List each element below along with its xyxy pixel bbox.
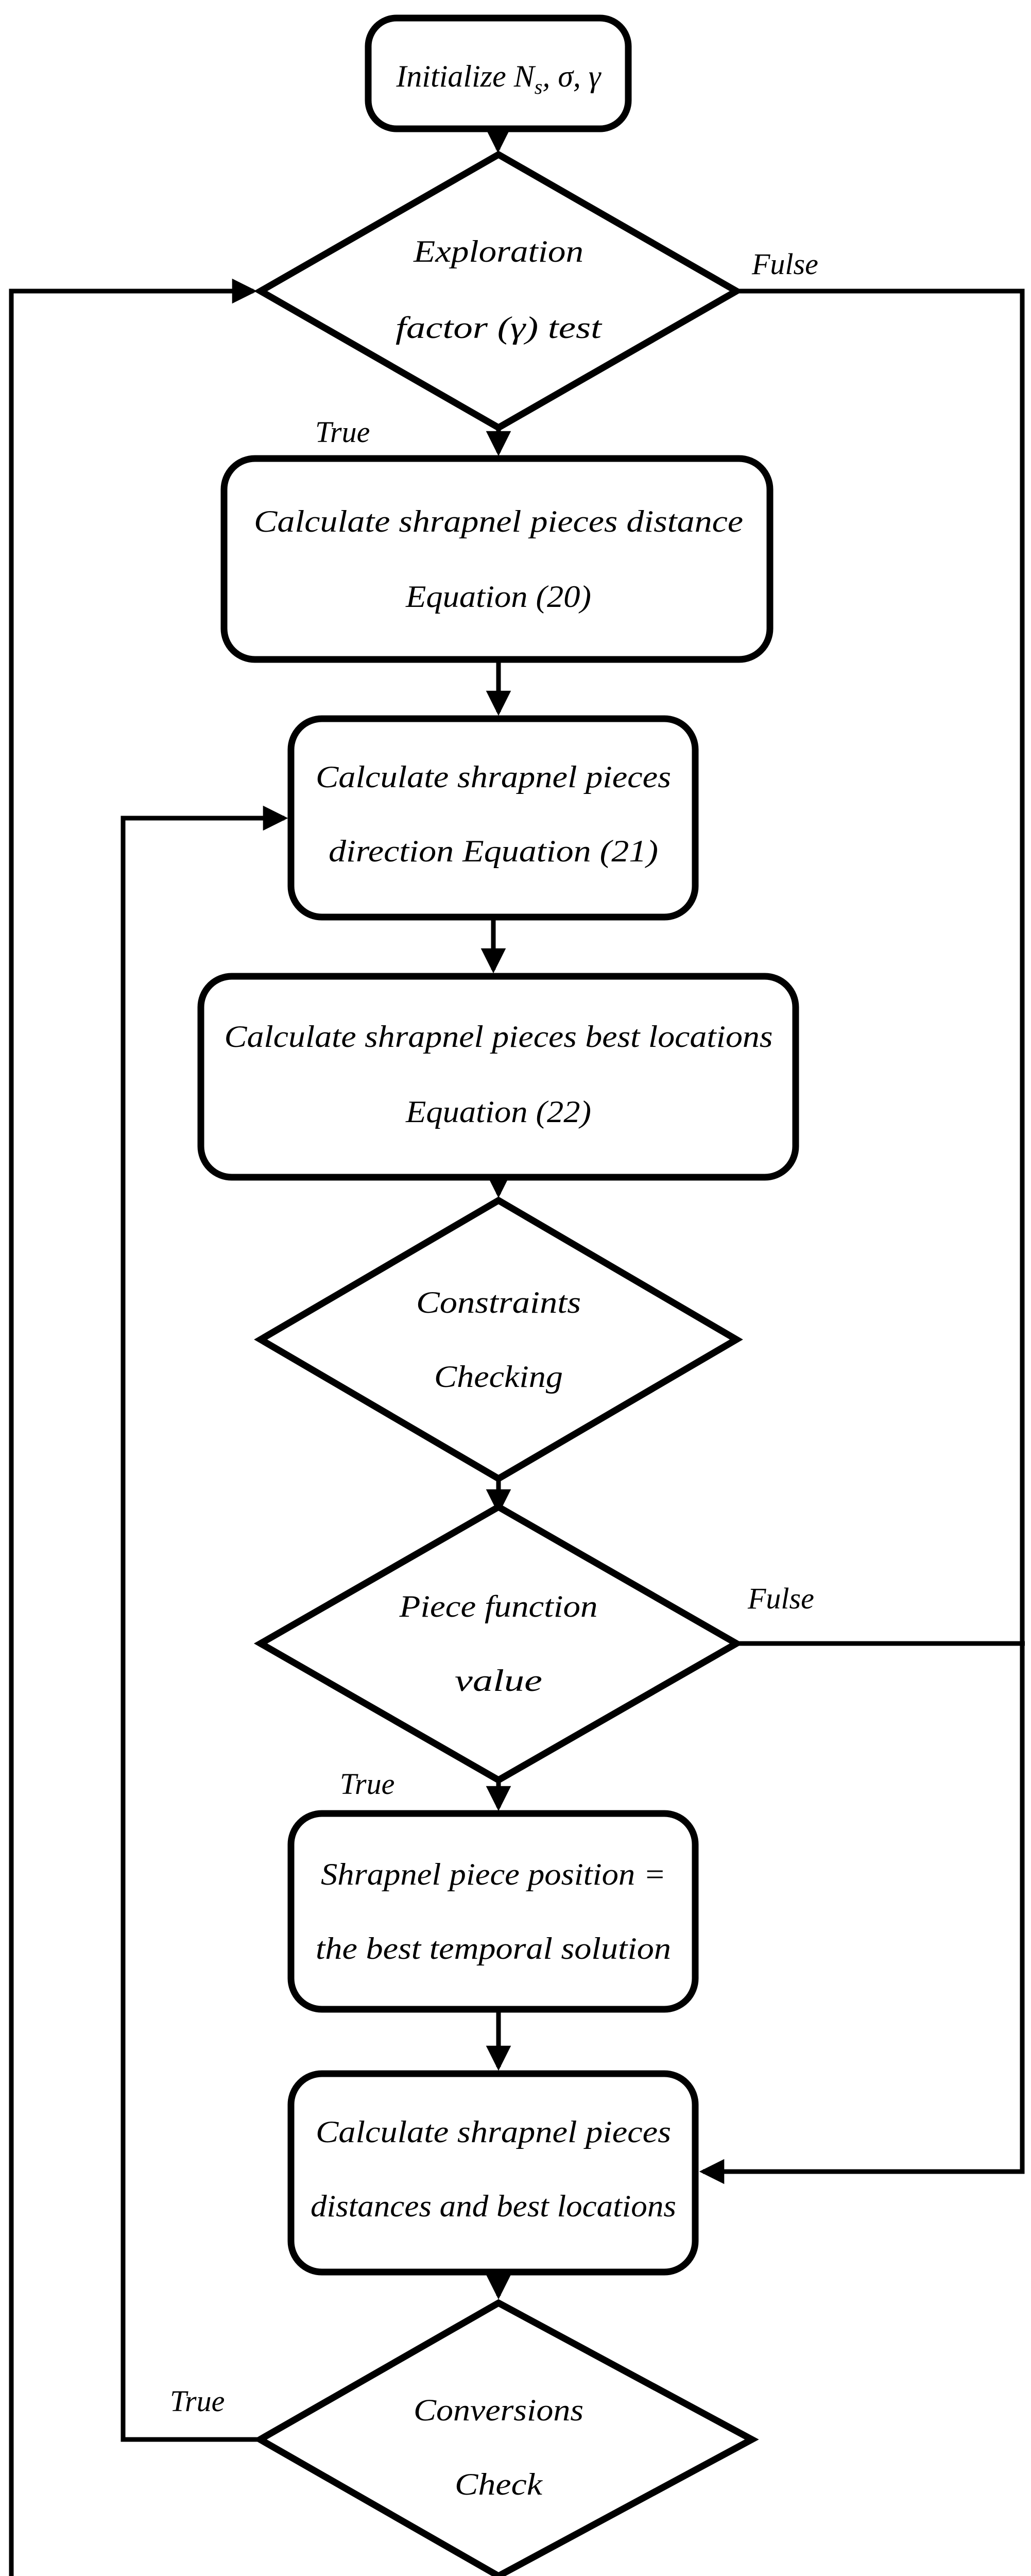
label-conversions-true: True	[170, 2384, 225, 2418]
node-conversions-line2: Check	[455, 2467, 543, 2501]
node-distances-locations-line2: distances and best locations	[311, 2189, 676, 2223]
node-constraints-line1: Constraints	[416, 1285, 581, 1319]
node-process-distances-locations	[287, 2070, 699, 2276]
label-piece-true: True	[340, 1767, 394, 1801]
edge-conversions-true-loop	[121, 805, 288, 2442]
node-distances-locations-line1: Calculate shrapnel pieces	[316, 2115, 671, 2149]
node-best-locations-line2: Equation (22)	[405, 1095, 591, 1129]
node-process-distance	[220, 455, 774, 663]
node-constraints-line2: Checking	[434, 1360, 563, 1394]
node-direction-line1: Calculate shrapnel pieces	[316, 760, 671, 794]
node-distance-line1: Calculate shrapnel pieces distance	[254, 504, 743, 538]
node-direction-line2: direction Equation (21)	[329, 834, 658, 868]
node-initialize-label: Initialize Ns, σ, γ	[396, 59, 602, 98]
node-initialize	[365, 14, 632, 132]
label-exploration-true: True	[315, 415, 370, 449]
node-process-position	[287, 1810, 699, 2013]
node-decision-piece-function	[253, 1503, 744, 1784]
node-exploration-line2: factor (γ) test	[396, 311, 603, 345]
node-piece-function-line2: value	[455, 1664, 542, 1698]
node-decision-constraints	[254, 1196, 743, 1483]
node-best-locations-line1: Calculate shrapnel pieces best locations	[225, 1020, 773, 1054]
label-exploration-false: Fulse	[751, 247, 818, 281]
edge-conversions-false-loop	[9, 278, 501, 2576]
node-decision-conversions	[253, 2299, 759, 2576]
edge-exploration-false-loop	[699, 289, 1025, 2184]
node-decision-exploration	[253, 150, 744, 432]
node-distance-line2: Equation (20)	[405, 580, 591, 614]
node-process-best-locations	[197, 973, 799, 1181]
node-process-direction	[287, 715, 699, 921]
node-exploration-line1: Exploration	[413, 234, 583, 268]
label-piece-false: Fulse	[747, 1582, 814, 1615]
node-position-line1: Shrapnel piece position =	[321, 1857, 666, 1891]
node-piece-function-line1: Piece function	[399, 1589, 597, 1623]
node-position-line2: the best temporal solution	[316, 1931, 671, 1965]
node-conversions-line1: Conversions	[414, 2393, 583, 2427]
